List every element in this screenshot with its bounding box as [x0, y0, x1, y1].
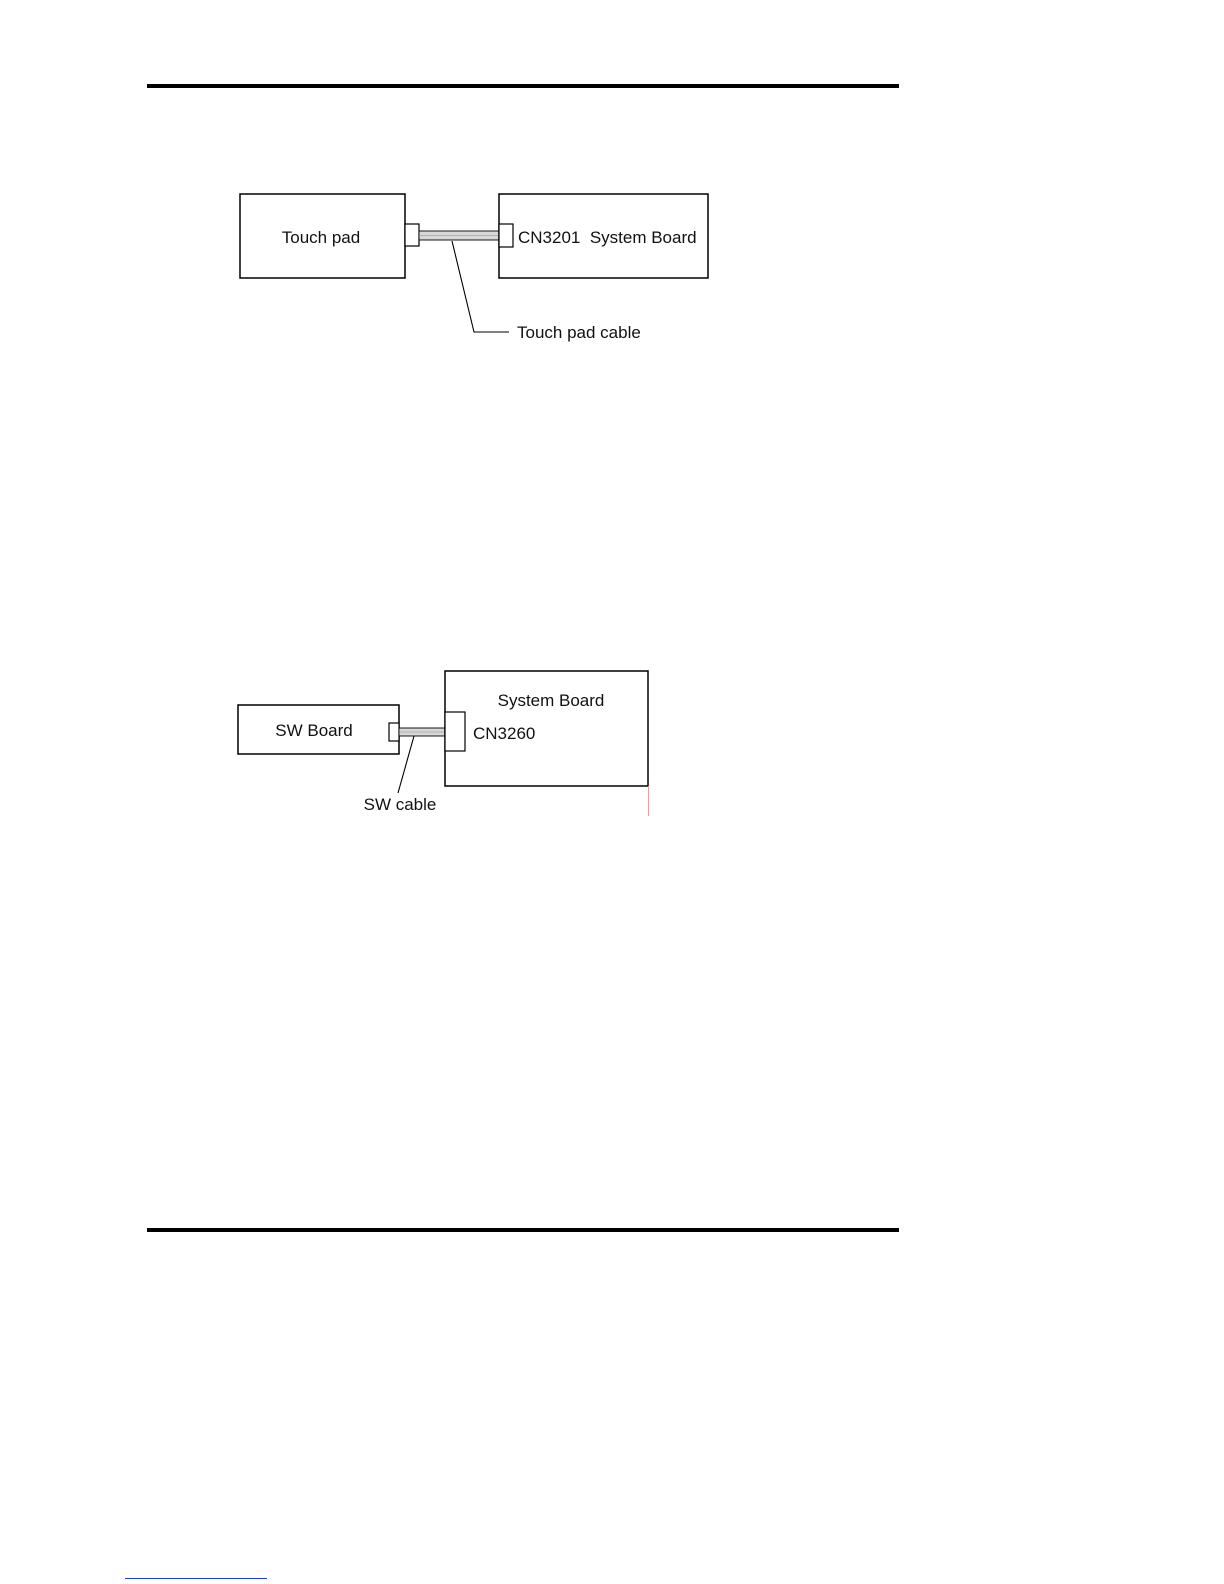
system-board-label-2: System Board [498, 691, 605, 710]
sw-cable-label: SW cable [364, 795, 437, 814]
footer-rule [147, 1228, 899, 1232]
sw-board-connection-diagram: SW Board System Board CN3260 SW cable [0, 0, 1224, 880]
footer-link-underline[interactable] [125, 1578, 267, 1579]
sw-cable-leader [398, 736, 414, 793]
cn3260-connector [445, 712, 465, 751]
sw-board-connector [389, 723, 399, 741]
cn3260-label: CN3260 [473, 724, 535, 743]
sw-board-label: SW Board [275, 721, 352, 740]
